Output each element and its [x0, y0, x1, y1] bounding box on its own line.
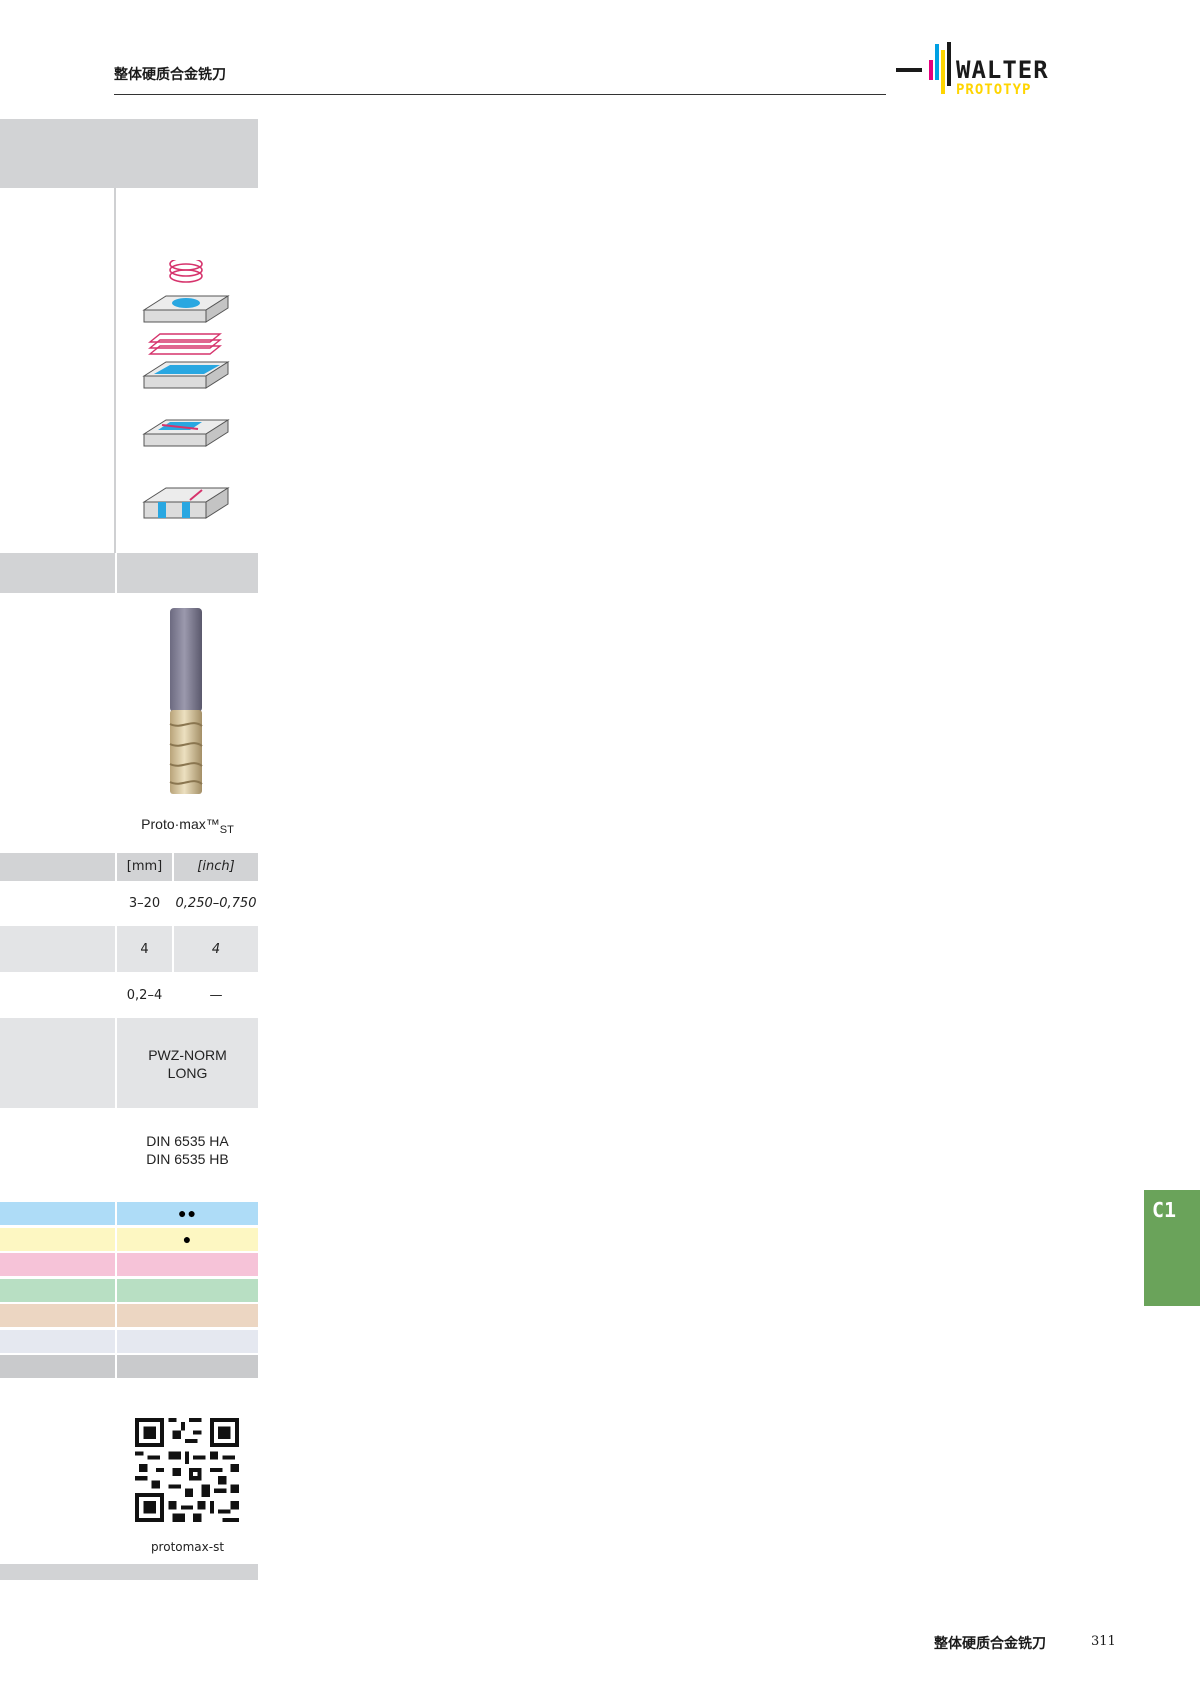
pocket-milling-icon: [142, 333, 230, 389]
flutes-band-left: [0, 926, 115, 972]
material-color-cell: [0, 1329, 115, 1353]
header-rule: [114, 94, 886, 95]
logo-brand-text: WALTER: [956, 56, 1049, 84]
section-band-left: [0, 553, 115, 593]
section-tab-c1[interactable]: C1: [1144, 1190, 1200, 1306]
section-band-right: [117, 553, 258, 593]
material-color-cell: [0, 1304, 115, 1327]
unit-inch-label: [inch]: [197, 859, 235, 874]
units-band-left: [0, 853, 115, 881]
logo-sub-text: PROTOTYP: [956, 82, 1031, 98]
material-color-cell: [0, 1227, 115, 1251]
page-header-title: 整体硬质合金铣刀: [114, 67, 226, 83]
units-band-inch: [174, 853, 258, 881]
material-color-cell: [0, 1278, 115, 1302]
material-color-cell: [0, 1253, 115, 1276]
material-row: ●: [0, 1227, 258, 1251]
material-row: [0, 1329, 258, 1353]
table-bottom-band: [0, 1564, 258, 1580]
column-divider: [114, 188, 116, 553]
material-row: ●●: [0, 1202, 258, 1225]
diameter-mm: 3–20: [128, 896, 161, 911]
material-row: [0, 1253, 258, 1276]
walter-prototyp-logo: WALTER PROTOTYP: [896, 42, 1049, 98]
qr-caption: protomax-st: [150, 1540, 225, 1554]
material-row: [0, 1278, 258, 1302]
qr-code[interactable]: [135, 1418, 239, 1522]
flutes-band-inch: [174, 926, 258, 972]
operations-icons: [142, 260, 230, 519]
ramping-icon: [142, 419, 230, 447]
material-suitability-mark: [117, 1355, 258, 1378]
helical-milling-icon: [142, 260, 230, 323]
material-suitability-mark: [117, 1304, 258, 1327]
material-suitability-mark: [117, 1278, 258, 1302]
material-row: [0, 1355, 258, 1378]
diameter-inch: 0,250–0,750: [175, 896, 257, 911]
material-color-cell: [0, 1355, 115, 1378]
material-suitability-mark: [117, 1329, 258, 1353]
material-row: [0, 1304, 258, 1327]
corner-mm: 0,2–4: [126, 988, 163, 1003]
table-header-band: [0, 119, 258, 188]
flutes-mm: 4: [140, 942, 149, 957]
flutes-inch: 4: [211, 942, 221, 957]
unit-mm-label: [mm]: [126, 859, 163, 874]
product-name: Proto·max™ST: [141, 816, 234, 836]
footer-title: 整体硬质合金铣刀: [934, 1636, 1046, 1652]
material-suitability-mark: ●●: [117, 1202, 258, 1225]
page-number: 311: [1091, 1634, 1116, 1649]
slot-milling-icon: [142, 487, 230, 519]
corner-inch: —: [209, 988, 223, 1003]
shank-standard: PWZ-NORM LONG: [148, 1047, 227, 1081]
material-color-cell: [0, 1202, 115, 1225]
standard-band-right: [117, 1018, 258, 1108]
standard-band-left: [0, 1018, 115, 1108]
units-band-mm: [117, 853, 172, 881]
material-suitability-mark: ●: [117, 1227, 258, 1251]
end-mill-tool-image: [169, 608, 203, 794]
din-standard: DIN 6535 HA DIN 6535 HB: [146, 1133, 229, 1167]
flutes-band-mm: [117, 926, 172, 972]
material-suitability-mark: [117, 1253, 258, 1276]
